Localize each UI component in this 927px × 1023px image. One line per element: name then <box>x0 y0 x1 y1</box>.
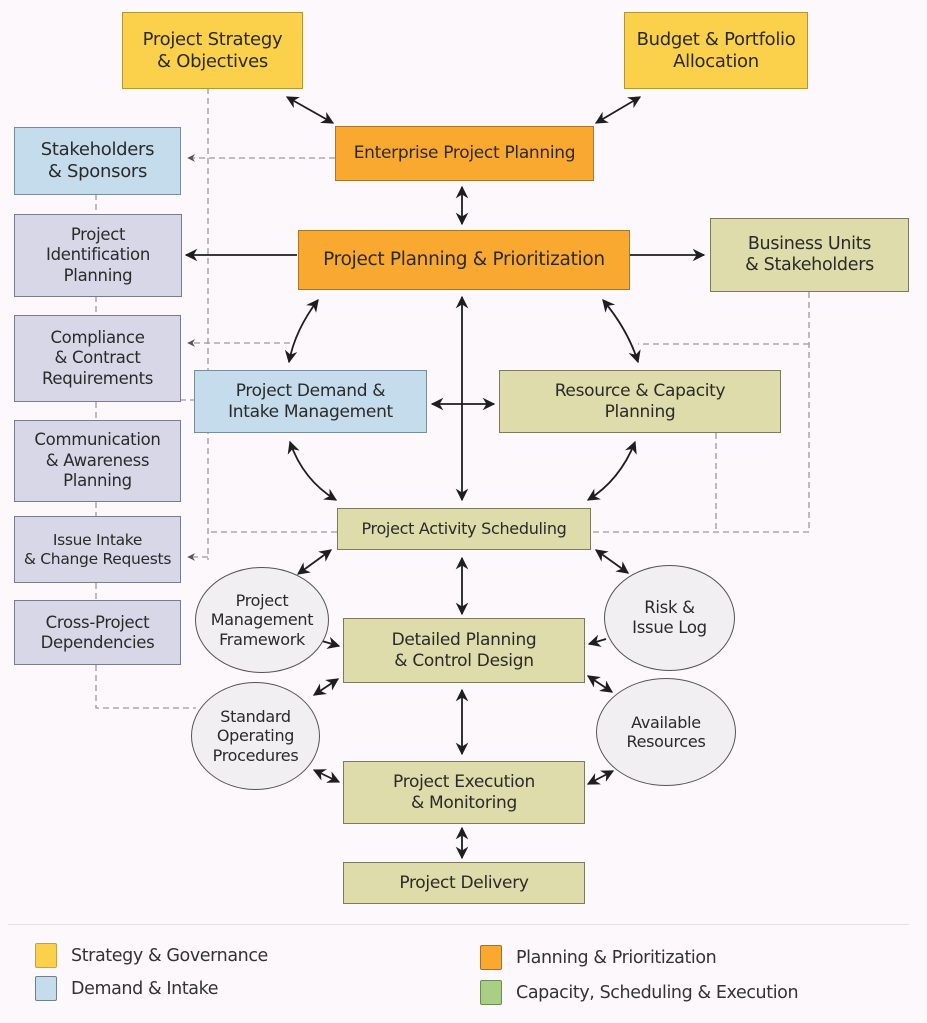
legend-label-planning: Planning & Prioritization <box>516 947 717 968</box>
arrow-scheduling-framework <box>296 549 333 575</box>
node-demand-intake[interactable]: Project Demand & Intake Management <box>194 370 427 433</box>
node-detailed-planning-control[interactable]: Detailed Planning & Control Design <box>343 618 585 683</box>
legend-item-planning: Planning & Prioritization <box>480 945 717 970</box>
node-project-identification[interactable]: Project Identification Planning <box>14 214 182 297</box>
arrow-resources-detailed <box>586 675 614 693</box>
node-business-units[interactable]: Business Units & Stakeholders <box>710 218 909 292</box>
arrow-risk-detailed <box>587 634 607 647</box>
node-budget-portfolio[interactable]: Budget & Portfolio Allocation <box>624 12 808 89</box>
node-project-delivery[interactable]: Project Delivery <box>343 862 585 904</box>
arrow-demand-scheduling <box>287 440 338 501</box>
node-activity-scheduling[interactable]: Project Activity Scheduling <box>337 508 591 550</box>
legend-label-strategy: Strategy & Governance <box>71 945 268 966</box>
legend-swatch-capacity <box>480 980 502 1005</box>
dashed-business-units-down <box>592 292 810 533</box>
legend-item-capacity: Capacity, Scheduling & Execution <box>480 980 799 1005</box>
legend-item-demand: Demand & Intake <box>35 976 219 1001</box>
legend-label-capacity: Capacity, Scheduling & Execution <box>516 982 799 1003</box>
arrow-scheduling-risk <box>594 549 630 574</box>
node-execution-monitoring[interactable]: Project Execution & Monitoring <box>343 761 585 824</box>
legend-divider <box>8 924 909 925</box>
arrow-planning-resource <box>602 299 641 364</box>
node-issue-intake[interactable]: Issue Intake & Change Requests <box>14 516 181 583</box>
arrow-sop-execution <box>312 769 341 783</box>
legend-label-demand: Demand & Intake <box>71 978 219 999</box>
node-enterprise-project-planning[interactable]: Enterprise Project Planning <box>335 126 594 181</box>
node-pm-framework[interactable]: Project Management Framework <box>195 567 329 673</box>
node-available-resources[interactable]: Available Resources <box>596 678 736 786</box>
arrow-resource-scheduling <box>586 440 637 501</box>
node-communication-awareness[interactable]: Communication & Awareness Planning <box>14 420 181 502</box>
arrow-strategy-enterprise <box>285 96 335 124</box>
legend-swatch-demand <box>35 976 57 1001</box>
arrow-resources-execution <box>586 770 615 785</box>
arrow-framework-detailed <box>321 636 341 649</box>
node-project-strategy[interactable]: Project Strategy & Objectives <box>122 12 303 89</box>
node-stakeholders-sponsors[interactable]: Stakeholders & Sponsors <box>14 127 181 195</box>
legend-swatch-strategy <box>35 943 57 968</box>
node-standard-operating-procedures[interactable]: Standard Operating Procedures <box>191 682 320 790</box>
legend-swatch-planning <box>480 945 502 970</box>
arrow-sop-detailed <box>312 678 340 696</box>
node-resource-capacity[interactable]: Resource & Capacity Planning <box>499 370 781 433</box>
arrow-planning-demand <box>284 298 319 364</box>
node-cross-project-dependencies[interactable]: Cross-Project Dependencies <box>14 600 181 665</box>
arrow-budget-enterprise <box>594 96 642 124</box>
node-risk-issue-log[interactable]: Risk & Issue Log <box>604 565 735 671</box>
node-project-planning-prioritization[interactable]: Project Planning & Prioritization <box>298 230 630 290</box>
node-compliance-contract[interactable]: Compliance & Contract Requirements <box>14 315 181 402</box>
dashed-cross-project-to-sop <box>95 665 196 709</box>
legend-item-strategy: Strategy & Governance <box>35 943 268 968</box>
